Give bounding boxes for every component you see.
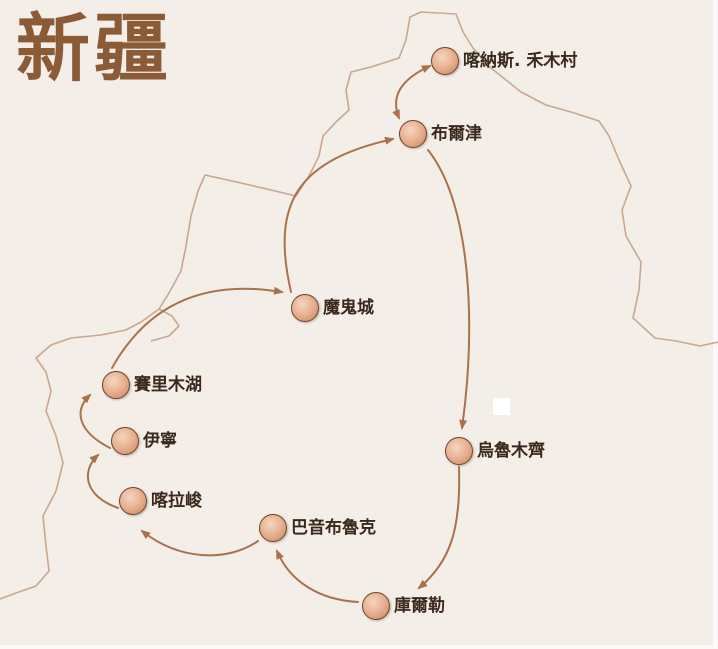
- stop-marker: [259, 513, 287, 542]
- stop-urumqi: 烏魯木齊: [445, 436, 545, 465]
- route-arrow-burqin-urumqi: [427, 149, 471, 430]
- route-arrow-bayanbulak-kalajun: [140, 529, 259, 557]
- stop-marker: [111, 426, 139, 455]
- stop-yining: 伊寧: [111, 426, 177, 455]
- stop-label: 賽里木湖: [134, 374, 202, 395]
- route-arrow-sayram-devilcity: [111, 286, 284, 369]
- stop-marker: [102, 370, 130, 399]
- stop-devil-city: 魔鬼城: [291, 293, 374, 322]
- stop-korla: 庫爾勒: [362, 591, 445, 620]
- stop-bayanbulak: 巴音布魯克: [259, 513, 376, 542]
- white-speck: [493, 398, 510, 415]
- border-line: [0, 11, 718, 600]
- stop-burqin: 布爾津: [399, 119, 482, 148]
- stop-kanas-hemu: 喀納斯. 禾木村: [431, 46, 577, 75]
- stop-marker: [362, 591, 390, 620]
- region-borders: [0, 11, 718, 600]
- stop-label: 伊寧: [143, 430, 177, 451]
- stop-marker: [445, 436, 473, 465]
- route-arrow-urumqi-korla: [417, 466, 461, 590]
- stop-label: 庫爾勒: [394, 595, 445, 616]
- stop-marker: [119, 486, 147, 515]
- stop-marker: [431, 46, 459, 75]
- stop-sayram-lake: 賽里木湖: [102, 370, 202, 399]
- stop-kalajun: 喀拉峻: [119, 486, 202, 515]
- stop-label: 巴音布魯克: [291, 517, 376, 538]
- map-title: 新疆: [16, 6, 172, 92]
- route-arrow-yining-sayram: [79, 393, 111, 449]
- stop-label: 喀納斯. 禾木村: [463, 50, 578, 71]
- route-arrow-kanas-burqin: [392, 65, 432, 120]
- stop-marker: [291, 293, 319, 322]
- border-line: [150, 308, 180, 342]
- route-arrow-korla-bayanbulak: [276, 549, 359, 603]
- stop-marker: [399, 119, 427, 148]
- route-arrows: [79, 65, 471, 603]
- route-arrow-kalajun-yining: [86, 453, 119, 509]
- stop-label: 烏魯木齊: [477, 440, 545, 461]
- stop-label: 喀拉峻: [151, 490, 202, 511]
- route-arrow-devilcity-burqin: [283, 136, 395, 293]
- stop-label: 魔鬼城: [323, 297, 374, 318]
- stop-label: 布爾津: [431, 123, 482, 144]
